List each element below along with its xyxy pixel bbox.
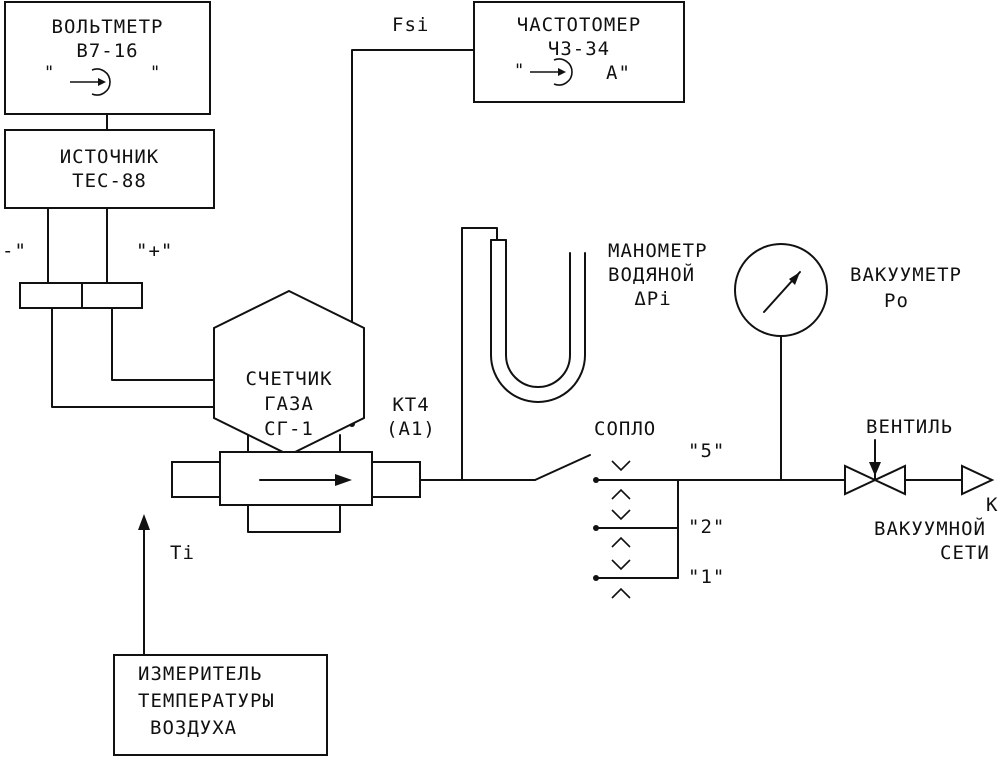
plus-connector [81,282,143,309]
gauge-needle-tip-icon [789,272,800,285]
nozzle-5-contact-dot [593,477,599,483]
nozzle-position-1: "1" [688,566,726,588]
nozzle-1-lower-icon [611,587,631,599]
frequency-meter-mode: А" [606,62,631,84]
vacuum-network-line1: К [986,494,999,516]
vacuum-network-line3: СЕТИ [940,542,990,564]
vacuum-outlet-arrow-icon [961,464,995,496]
thermometer-line1: ИЗМЕРИТЕЛЬ [138,663,263,685]
nozzle-position-2: "2" [688,516,726,538]
freq-dial-icon [553,58,573,86]
nozzle-2-upper-icon [611,509,631,521]
plus-wire-lower [111,307,215,381]
thermometer-line3: ВОЗДУХА [150,717,238,739]
voltmeter-box [4,1,211,115]
plus-label: "+" [136,240,174,262]
frequency-meter-model: Ч3-34 [547,38,611,60]
flow-arrow-icon [335,474,352,486]
manometer-line1: МАНОМЕТР [608,240,708,262]
signal-label: Fsi [392,14,430,36]
vacuum-gauge-title: ВАКУУМЕТР [850,264,962,286]
valve-right-wedge [872,464,906,496]
manometer-line3: ΔPi [634,288,672,310]
gas-meter-line2: ГАЗА [264,393,314,415]
thermometer-line2: ТЕМПЕРАТУРЫ [138,690,275,712]
u-tube-inner [505,239,571,388]
nozzle-2-lower-icon [611,536,631,548]
source-title: ИСТОЧНИК [59,146,160,168]
frequency-signal-line [351,49,475,425]
valve-actuator-icon [869,462,881,476]
switch-blade [534,454,591,481]
nozzle-1-upper-icon [611,559,631,571]
temperature-label: Ti [170,542,195,564]
manometer-tube-top [461,227,498,241]
minus-wire-lower [51,307,215,408]
vacuum-gauge-dial [734,243,828,337]
freq-indicator-tip-icon [558,68,566,76]
pipe-left-cap [171,461,221,498]
manometer-line2: ВОДЯНОЙ [608,264,696,286]
gas-meter-line3: СГ-1 [264,418,314,440]
voltmeter-dial-icon [91,68,111,96]
source-box [4,129,215,209]
thermometer-box [113,654,328,756]
kt4-line1: КТ4 [392,394,430,416]
voltmeter-model: В7-16 [76,40,139,62]
nozzle-5-upper-icon [611,460,631,472]
vacuum-network-line2: ВАКУУМНОЙ [874,518,986,540]
pipe-bottom-bracket [247,504,341,533]
pipe-right-cap [371,461,421,498]
frequency-meter-title: ЧАСТОТОМЕР [516,14,642,36]
gas-meter-pipe [219,451,373,506]
nozzle-2-contact-dot [593,525,599,531]
nozzle-1-contact-dot [593,575,599,581]
vacuum-gauge-symbol: Pо [884,290,909,312]
u-tube-outer [490,239,586,403]
frequency-meter-box [473,1,685,103]
kt4-line2: (А1) [386,418,436,440]
nozzle-5-lower-icon [611,488,631,500]
voltmeter-indicator-tip-icon [98,78,106,86]
temperature-arrow-icon [138,514,150,530]
gas-meter-line1: СЧЕТЧИК [245,368,333,390]
nozzle-label: СОПЛО [594,418,657,440]
voltmeter-title: ВОЛЬТМЕТР [51,16,164,38]
minus-connector [19,282,83,309]
valve-label: ВЕНТИЛЬ [866,416,954,438]
minus-label: -" [2,240,27,262]
nozzle-position-5: "5" [688,440,726,462]
source-model: ТЕС-88 [72,170,147,192]
valve-left-wedge [844,464,878,496]
